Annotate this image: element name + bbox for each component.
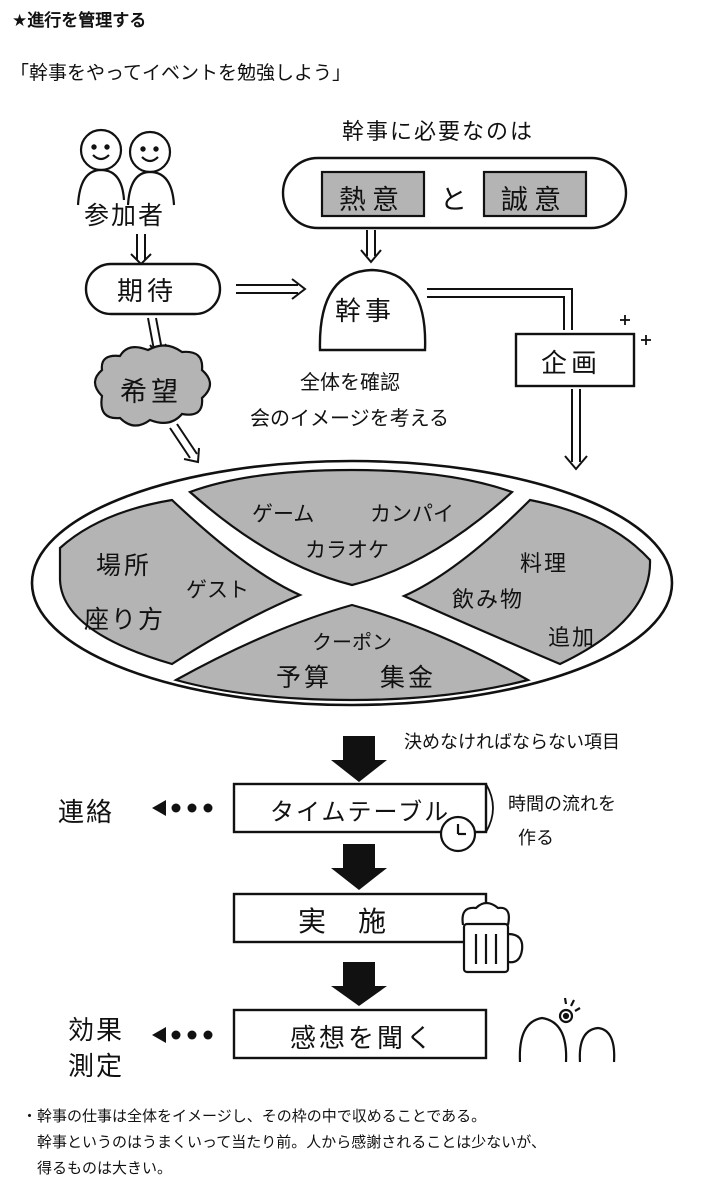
sincerity-box xyxy=(482,170,588,218)
hope-cloud xyxy=(93,344,212,427)
double-arrow-participants-icon xyxy=(130,234,152,266)
execute-label: 実 施 xyxy=(298,905,389,938)
down-arrow-icon xyxy=(331,736,387,782)
footer-note-line: ・幹事の仕事は全体をイメージし、その枠の中で収めることである。 xyxy=(22,1107,487,1125)
planning-box xyxy=(514,332,636,388)
oval-segment-bottom xyxy=(173,603,531,702)
effect-note-line2: 測定 xyxy=(68,1052,125,1082)
decision-label: 決めなければならない項目 xyxy=(404,732,620,753)
confirm-line1: 全体を確認 xyxy=(300,370,400,394)
item-game: ゲーム xyxy=(252,502,315,526)
oval-segment-right xyxy=(401,498,652,666)
execute-box xyxy=(232,892,488,944)
double-arrow-planning-icon xyxy=(427,288,573,330)
listening-people-icon xyxy=(518,997,616,1063)
passion-box xyxy=(320,170,426,218)
item-venue: 場所 xyxy=(96,551,153,580)
double-arrow-oval-left-icon xyxy=(169,423,200,464)
feedback-box xyxy=(232,1008,488,1060)
item-seating: 座り方 xyxy=(84,605,166,634)
down-arrow-icon xyxy=(331,844,387,890)
item-drinks: 飲み物 xyxy=(452,588,525,613)
item-extras: 追加 xyxy=(548,626,597,651)
down-arrow-icon xyxy=(331,962,387,1006)
participants-figure-icon xyxy=(76,128,176,206)
oval-segment-top xyxy=(187,468,515,587)
clock-icon xyxy=(439,815,477,853)
effect-note-line1: 効果 xyxy=(68,1016,125,1046)
double-arrow-oval-right-icon xyxy=(564,389,588,471)
item-coupon: クーポン xyxy=(312,630,392,654)
dotted-arrow-left-icon xyxy=(152,1027,213,1043)
and-label: と xyxy=(440,185,467,216)
main-title: 「幹事をやってイベントを勉強しよう」 xyxy=(10,62,352,84)
expectation-label: 期待 xyxy=(117,277,178,307)
needs-title: 幹事に必要なのは xyxy=(342,120,535,145)
participants-label: 参加者 xyxy=(84,201,166,230)
contact-note: 連絡 xyxy=(58,798,115,828)
beer-mug-icon xyxy=(461,901,524,974)
item-budget: 予算 xyxy=(276,663,333,692)
timetable-label: タイムテーブル xyxy=(270,798,451,826)
oval-segment-left xyxy=(58,498,303,666)
double-arrow-down-icon xyxy=(360,230,382,264)
planning-label: 企画 xyxy=(541,349,602,379)
feedback-label: 感想を聞く xyxy=(290,1024,436,1054)
hope-label: 希望 xyxy=(120,377,182,408)
sincerity-label: 誠意 xyxy=(501,185,567,216)
item-guest: ゲスト xyxy=(186,578,249,602)
dotted-arrow-left-icon xyxy=(152,800,213,816)
double-arrow-right-icon xyxy=(236,278,307,300)
item-kanpai: カンパイ xyxy=(370,502,454,526)
time-flow-note-line2: 作る xyxy=(518,828,554,849)
time-flow-note-line1: 時間の流れを xyxy=(508,794,616,815)
item-karaoke: カラオケ xyxy=(305,538,389,562)
time-note-bracket xyxy=(485,783,494,833)
confirm-line2: 会のイメージを考える xyxy=(250,406,449,430)
organizer-label: 幹事 xyxy=(335,297,396,327)
organizer-figure xyxy=(318,268,427,352)
expectation-capsule xyxy=(84,262,222,316)
sparkle-icon xyxy=(620,315,651,345)
footer-note-line: 幹事というのはうまくいって当たり前。人から感謝されることは少ないが、 xyxy=(22,1133,546,1151)
footer-note-line: 得るものは大きい。 xyxy=(22,1159,173,1177)
item-collection: 集金 xyxy=(380,663,437,692)
passion-label: 熱意 xyxy=(339,185,405,216)
item-food: 料理 xyxy=(520,552,569,577)
section-title: ★進行を管理する xyxy=(12,11,147,31)
